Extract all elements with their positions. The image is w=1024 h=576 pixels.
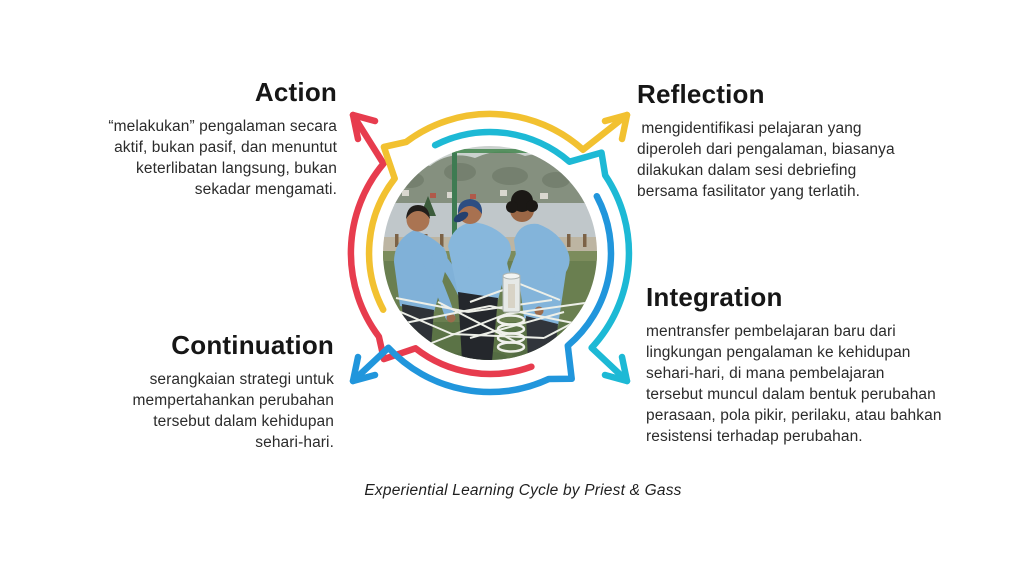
photo-hill-trees xyxy=(396,163,570,188)
arrowhead-continuation xyxy=(349,353,379,385)
section-reflection-title: Reflection xyxy=(637,79,765,109)
photo-cylinder xyxy=(502,272,521,313)
arrowhead-action xyxy=(349,111,379,143)
arrow-reflection xyxy=(365,110,631,313)
section-action-title: Action xyxy=(254,77,337,107)
section-integration: Integration mentransfer pembelajaran bar… xyxy=(646,283,942,447)
section-continuation: Continuation serangkaian strategi untuk … xyxy=(133,331,334,453)
arrowhead-reflection xyxy=(601,111,631,143)
center-photo xyxy=(383,146,597,360)
section-action-body: “melakukan” pengalaman secara aktif, buk… xyxy=(108,117,337,198)
arrow-integration xyxy=(431,128,633,385)
photo-pole xyxy=(452,147,457,265)
section-reflection-body: mengidentifikasi pelajaran yang diperole… xyxy=(637,119,895,200)
section-continuation-body: serangkaian strategi untuk mempertahanka… xyxy=(132,370,334,451)
arrow-action xyxy=(347,111,535,378)
section-continuation-title: Continuation xyxy=(171,330,334,360)
photo-beam xyxy=(408,149,548,153)
section-integration-body: mentransfer pembelajaran baru dari lingk… xyxy=(646,322,942,445)
photo-hills xyxy=(383,151,597,205)
section-integration-title: Integration xyxy=(646,282,783,312)
arrow-continuation xyxy=(349,192,615,396)
arrowhead-integration xyxy=(601,353,631,385)
section-action: Action “melakukan” pengalaman secara akt… xyxy=(108,78,337,200)
caption: Experiential Learning Cycle by Priest & … xyxy=(364,482,682,499)
photo-spring xyxy=(496,314,526,353)
section-reflection: Reflection mengidentifikasi pelajaran ya… xyxy=(637,80,895,202)
